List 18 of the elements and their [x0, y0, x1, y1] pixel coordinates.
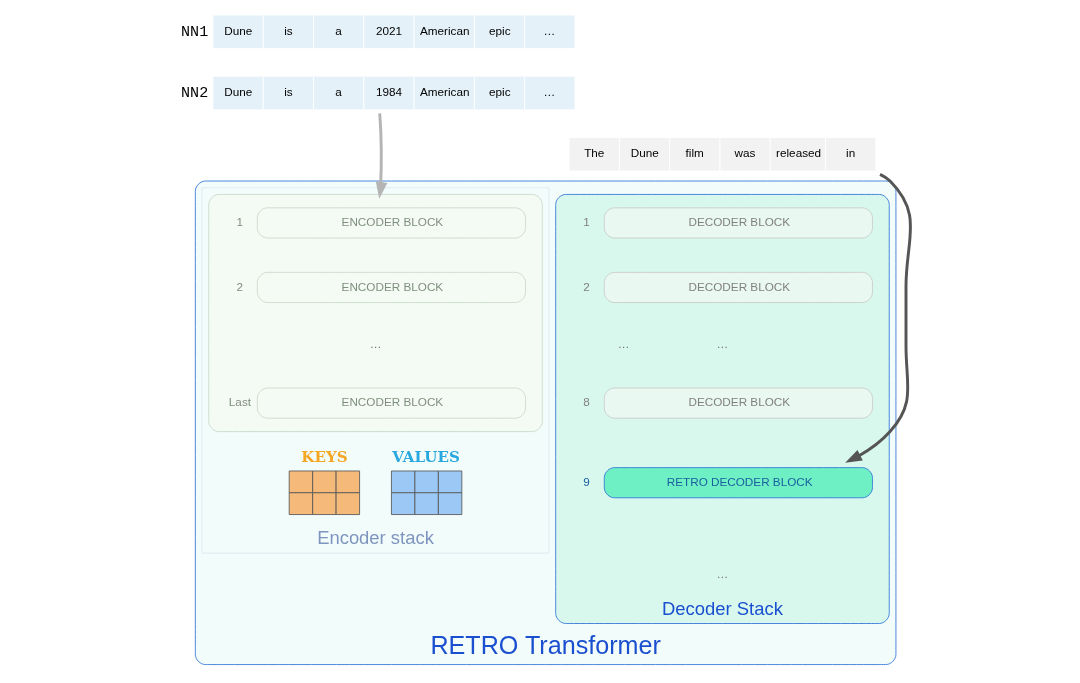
node-label: 9 [583, 474, 590, 488]
label: … [716, 337, 729, 351]
node-label: NN2 [181, 83, 209, 102]
arrow [845, 173, 913, 463]
node-label: 8 [583, 395, 590, 409]
node-label: NN1 [181, 22, 209, 41]
node-label: 2 [236, 279, 243, 293]
node-label: KEYS [301, 448, 348, 467]
label: … [369, 337, 382, 351]
arrow [375, 113, 388, 199]
label: … [617, 337, 630, 351]
node-label: 1 [583, 215, 590, 229]
node-label: VALUES [392, 448, 460, 467]
cluster [208, 194, 543, 432]
node-label: 2 [583, 279, 590, 293]
label: … [716, 567, 729, 580]
node-label: 1 [236, 215, 243, 229]
node-label: Last [228, 395, 252, 409]
